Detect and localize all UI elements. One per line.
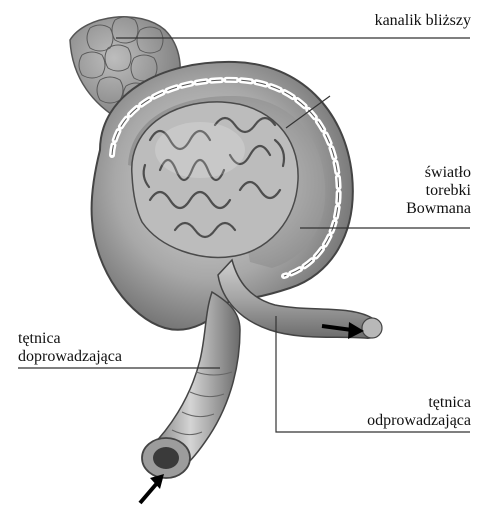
label-bowman-lumen: światło torebki Bowmana bbox=[406, 164, 471, 218]
label-bowman-lumen-line-3: Bowmana bbox=[406, 200, 471, 218]
label-efferent-line-2: odprowadzająca bbox=[367, 412, 471, 430]
flow-in-arrow bbox=[140, 474, 164, 503]
label-efferent-line-1: tętnica bbox=[367, 394, 471, 412]
label-proximal-tubule-text: kanalik bliższy bbox=[375, 12, 471, 30]
label-afferent-line-1: tętnica bbox=[18, 330, 122, 348]
label-afferent: tętnica doprowadzająca bbox=[18, 330, 122, 366]
label-bowman-lumen-line-2: torebki bbox=[406, 182, 471, 200]
label-efferent: tętnica odprowadzająca bbox=[367, 394, 471, 430]
label-bowman-lumen-line-1: światło bbox=[406, 164, 471, 182]
label-proximal-tubule: kanalik bliższy bbox=[375, 12, 471, 30]
label-afferent-line-2: doprowadzająca bbox=[18, 348, 122, 366]
